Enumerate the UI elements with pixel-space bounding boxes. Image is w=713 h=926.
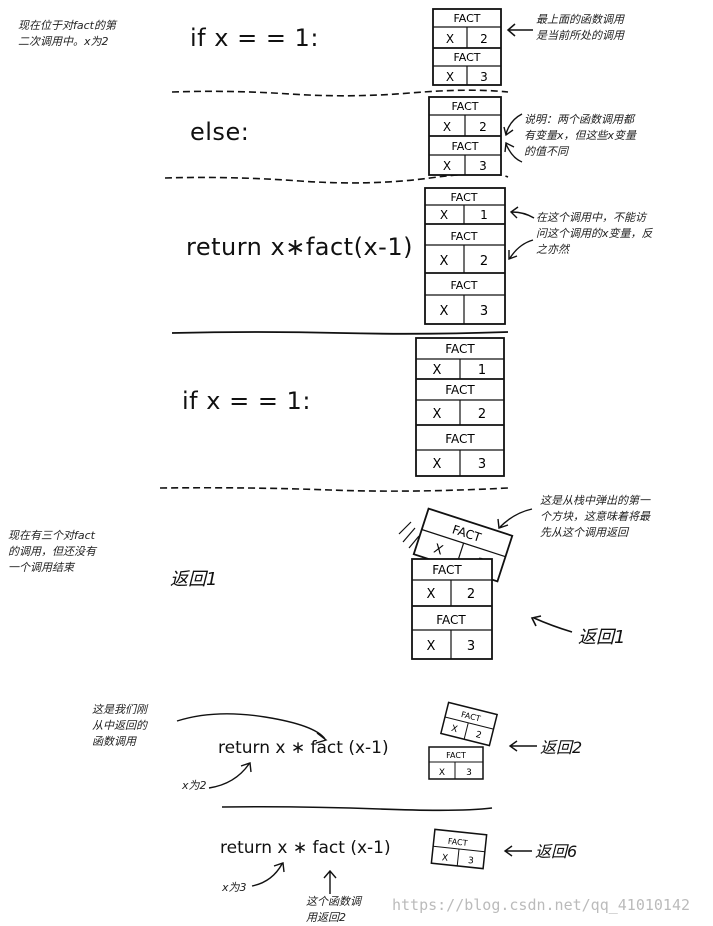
frame-var: X [433,407,442,422]
return-label-2: 返回2 [540,738,583,757]
frame-val: 1 [480,208,488,222]
call-stack-3: FACT X 1 FACT X 2 FACT X 3 [424,187,506,325]
frame-label: FACT [450,279,477,292]
popped-frame-2: FACT X 2 [439,701,499,747]
frame-var: X [443,159,451,173]
frame-var: X [441,853,448,864]
frame-val: 2 [467,587,475,602]
code-else: else: [190,118,250,146]
note-first-popped: 这是从栈中弹出的第一 个方块，这意味着将最 先从这个调用返回 [540,494,650,539]
arrow-icon [508,740,537,752]
frame-var: X [446,32,454,46]
frame-label: FACT [451,140,478,153]
call-stack-5: FACT X 2 FACT X 3 [411,558,493,660]
frame-val: 1 [478,363,486,378]
frame-label: FACT [450,230,477,243]
frame-val: 2 [480,254,488,269]
popped-frame-3: FACT X 3 [430,828,488,870]
code-return-recursive: return x∗fact(x-1) [186,233,413,261]
frame-label: FACT [450,191,477,204]
frame-var: X [450,724,458,735]
arrow-icon [251,862,285,887]
frame-val: 3 [467,856,474,867]
frame-val: 2 [480,32,488,46]
note-two-x-vars: 说明：两个函数调用都 有变量x，但这些x变量 的值不同 [524,113,637,158]
frame-var: X [440,208,448,222]
code-if-x-equals-1-again: if x = = 1: [182,387,311,415]
arrow-icon [530,615,573,633]
note-x-is-3: x为3 [222,881,247,894]
code-if-x-equals-1: if x = = 1: [190,24,319,52]
note-top-call: 最上面的函数调用 是当前所处的调用 [536,13,624,42]
arrow-icon [509,206,535,219]
call-stack-1: FACT X 2 FACT X 3 [432,8,502,86]
code-return-x3: return x ∗ fact (x-1) [220,838,391,858]
note-just-returned: 这是我们刚 从中返回的 函数调用 [92,703,147,748]
frame-label: FACT [453,51,480,64]
frame-var: X [440,304,449,319]
arrow-icon [504,141,523,163]
frame-val: 3 [466,768,472,778]
frame-val: 3 [467,639,475,654]
frame-val: 3 [480,304,488,319]
code-return-1: 返回1 [170,569,218,590]
note-cannot-access-x: 在这个调用中，不能访 问这个调用的x变量，反 之亦然 [536,211,653,256]
note-second-call: 现在位于对fact的第 二次调用中。x为2 [18,19,116,48]
frame-label: FACT [445,342,475,356]
frame-var: X [439,768,445,778]
watermark: https://blog.csdn.net/qq_41010142 [392,896,691,914]
return-label-1: 返回1 [578,627,626,648]
frame-label: FACT [453,12,480,25]
arrow-icon [503,845,532,857]
call-stack-2: FACT X 2 FACT X 3 [428,96,502,176]
frame-var: X [446,70,454,84]
frame-label: FACT [445,432,475,446]
frame-var: X [443,120,451,134]
return-label-6: 返回6 [535,842,578,861]
arrow-icon [506,23,533,37]
arrow-icon [176,713,328,744]
code-return-x2: return x ∗ fact (x-1) [218,738,389,758]
call-stack-6: FACT X 3 [428,746,484,780]
frame-label: FACT [447,837,468,848]
frame-label: FACT [436,613,466,627]
frame-val: 2 [478,407,486,422]
arrow-icon [508,239,534,261]
frame-val: 2 [474,730,482,741]
note-x-is-2: x为2 [182,779,207,792]
arrow-icon [497,508,533,529]
frame-val: 3 [480,70,488,84]
frame-val: 2 [479,120,487,134]
frame-var: X [440,254,449,269]
frame-var: X [427,587,436,602]
frame-val: 3 [479,159,487,173]
arrow-icon [503,113,523,137]
frame-var: X [433,363,442,378]
arrow-icon [208,762,252,789]
frame-var: X [427,639,436,654]
note-three-calls: 现在有三个对fact 的调用，但还没有 一个调用结束 [8,529,96,574]
frame-label: FACT [446,751,466,760]
note-returns-2: 这个函数调 用返回2 [306,895,361,924]
call-stack-4: FACT X 1 FACT X 2 FACT X 3 [415,337,505,477]
frame-label: FACT [451,100,478,113]
frame-val: 3 [478,457,486,472]
frame-label: FACT [432,563,462,577]
frame-var: X [433,457,442,472]
arrow-icon [323,869,337,894]
frame-label: FACT [445,383,475,397]
